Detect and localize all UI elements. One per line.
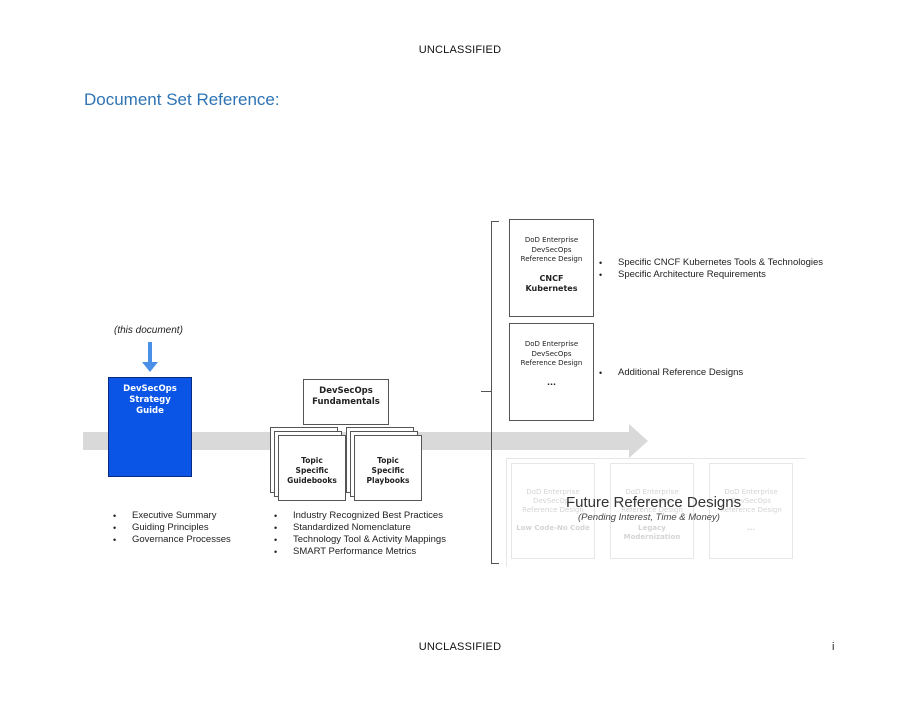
strategy-line: Strategy (129, 395, 171, 405)
list-item: Industry Recognized Best Practices (274, 510, 446, 522)
future-design-legacy: DoD Enterprise DevSecOps Reference Desig… (610, 463, 694, 559)
page-title: Document Set Reference: (84, 90, 280, 109)
ref-line: DoD Enterprise (524, 340, 579, 348)
down-arrow-head-icon (142, 362, 158, 372)
future-line: Reference Design (522, 506, 584, 514)
flow-arrow-head (629, 424, 648, 458)
down-arrow-icon (148, 342, 152, 364)
list-item: Specific CNCF Kubernetes Tools & Technol… (599, 257, 823, 269)
ref-line: DoD Enterprise (524, 236, 579, 244)
ref-specific: Kubernetes (525, 283, 578, 293)
ref-line: Reference Design (520, 359, 583, 367)
future-designs-subtitle: (Pending Interest, Time & Money) (578, 512, 720, 523)
bracket-bottom (491, 563, 499, 564)
fundamentals-doc: DevSecOps Fundamentals (303, 379, 389, 425)
future-line: Reference Design (720, 506, 782, 514)
page-number: i (832, 641, 835, 653)
ref-specific: CNCF (539, 273, 564, 283)
future-line: DevSecOps (730, 497, 772, 505)
guidebooks-line: Guidebooks (287, 476, 337, 485)
header-classification: UNCLASSIFIED (418, 44, 502, 56)
future-specific: ... (747, 524, 755, 532)
strategy-guide-doc: DevSecOps Strategy Guide (108, 377, 192, 477)
reference-additional-bullets: Additional Reference Designs (599, 367, 743, 379)
future-line: Reference Design (621, 506, 683, 514)
bracket-line (491, 221, 492, 564)
bracket-tick (481, 391, 491, 392)
list-item: Governance Processes (113, 534, 231, 546)
future-specific: Modernization (623, 533, 681, 541)
reference-design-additional: DoD Enterprise DevSecOps Reference Desig… (509, 323, 594, 421)
list-item: Standardized Nomenclature (274, 522, 446, 534)
guidebooks-doc: Topic Specific Guidebooks (278, 435, 346, 501)
ref-line: Reference Design (520, 255, 583, 263)
future-designs-title: Future Reference Designs (566, 494, 742, 511)
guidebooks-line: Specific (295, 466, 329, 475)
ref-specific: ... (546, 377, 557, 387)
list-item: Technology Tool & Activity Mappings (274, 534, 446, 546)
bracket-top (491, 221, 499, 222)
fundamentals-bullets: Industry Recognized Best Practices Stand… (274, 510, 446, 558)
ref-line: DevSecOps (531, 349, 572, 358)
strategy-line: DevSecOps (123, 384, 177, 394)
future-line: DevSecOps (532, 497, 574, 505)
future-specific: Legacy (638, 524, 666, 532)
future-line: DoD Enterprise (625, 488, 679, 496)
future-line: DoD Enterprise (526, 488, 580, 496)
future-specific: Low Code-No Code (516, 524, 590, 532)
playbooks-doc: Topic Specific Playbooks (354, 435, 422, 501)
future-line: DoD Enterprise (724, 488, 778, 496)
playbooks-line: Playbooks (366, 476, 410, 485)
future-design-more: DoD Enterprise DevSecOps Reference Desig… (709, 463, 793, 559)
list-item: Executive Summary (113, 510, 231, 522)
list-item: SMART Performance Metrics (274, 546, 446, 558)
reference-design-cncf: DoD Enterprise DevSecOps Reference Desig… (509, 219, 594, 317)
fundamentals-line: DevSecOps (319, 386, 373, 396)
list-item: Guiding Principles (113, 522, 231, 534)
playbooks-line: Topic (377, 456, 399, 465)
reference-cncf-bullets: Specific CNCF Kubernetes Tools & Technol… (599, 257, 823, 281)
this-document-annotation: (this document) (114, 325, 183, 336)
guidebooks-line: Topic (301, 456, 323, 465)
footer-classification: UNCLASSIFIED (418, 641, 502, 653)
future-design-low-code: DoD Enterprise DevSecOps Reference Desig… (511, 463, 595, 559)
list-item: Additional Reference Designs (599, 367, 743, 379)
fundamentals-line: Fundamentals (312, 397, 380, 407)
playbooks-line: Specific (371, 466, 405, 475)
ref-line: DevSecOps (531, 245, 572, 254)
strategy-bullets: Executive Summary Guiding Principles Gov… (113, 510, 231, 546)
strategy-line: Guide (136, 406, 164, 416)
list-item: Specific Architecture Requirements (599, 269, 823, 281)
future-line: DevSecOps (631, 497, 673, 505)
future-designs-area (506, 458, 805, 567)
